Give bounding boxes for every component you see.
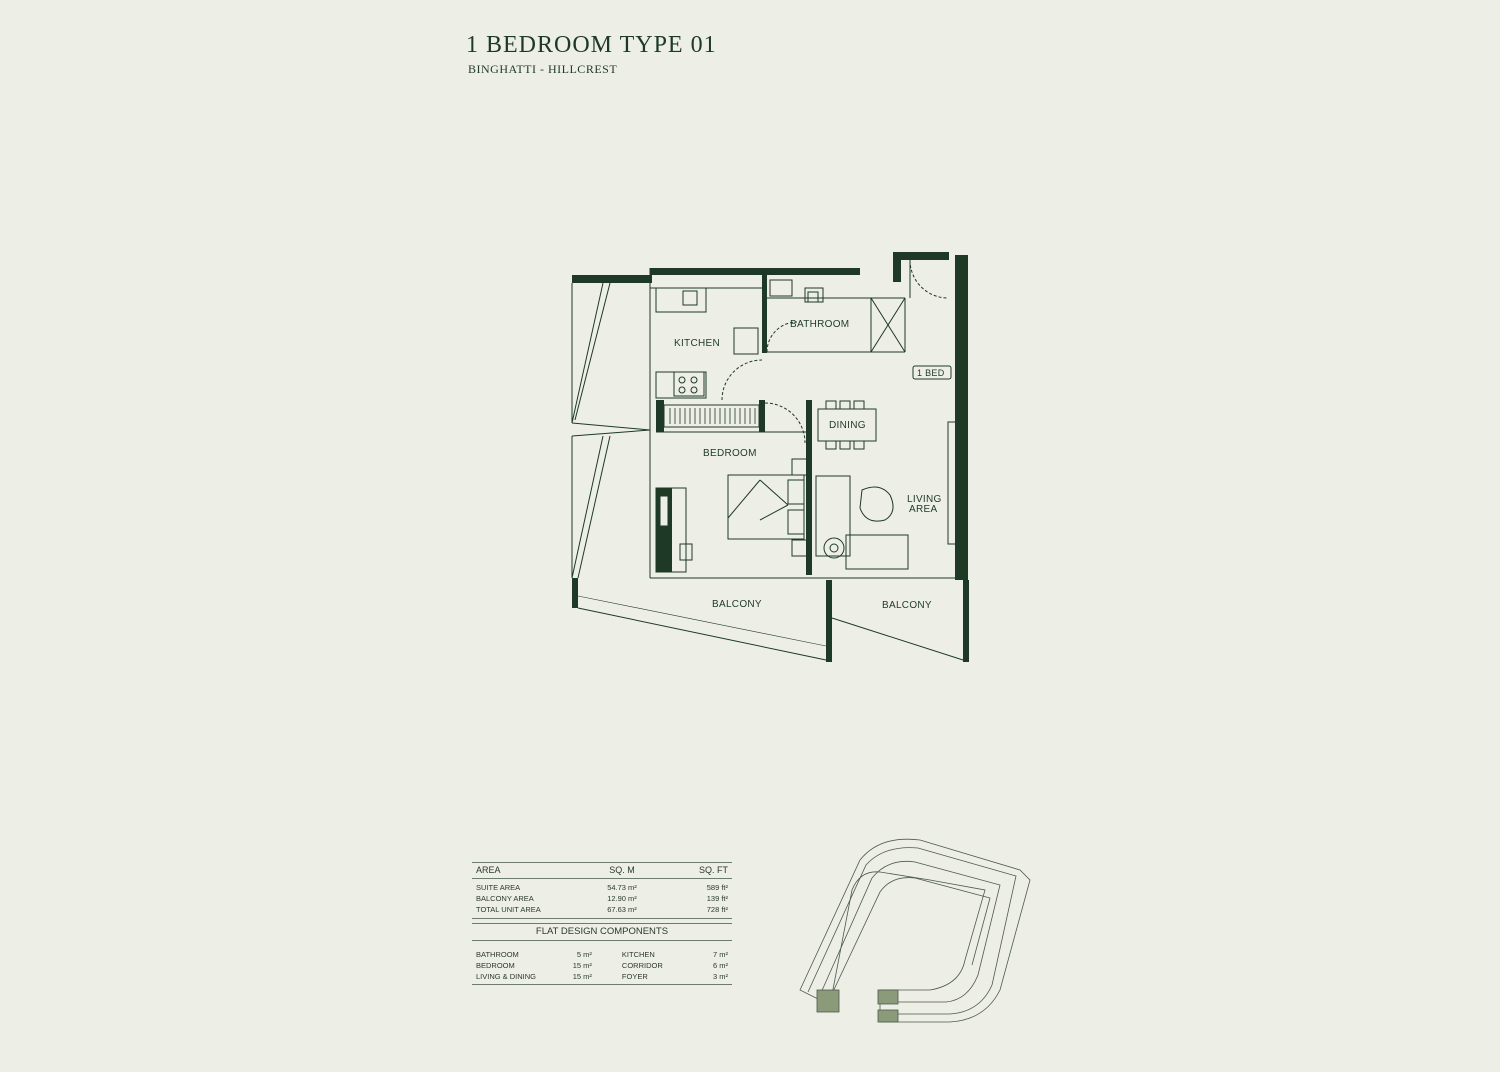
list-item: BATHROOM 5 m² KITCHEN 7 m² bbox=[476, 950, 729, 959]
wall-balcony-right bbox=[963, 580, 969, 662]
table-row: TOTAL UNIT AREA 67.63 m² 728 ft² bbox=[476, 905, 728, 914]
label-living: LIVING bbox=[907, 494, 942, 505]
area-table-body: SUITE AREA 54.73 m² 589 ft² BALCONY AREA… bbox=[472, 879, 732, 919]
label-balcony-left: BALCONY bbox=[712, 599, 762, 610]
label-bedroom: BEDROOM bbox=[703, 448, 757, 459]
components-title: FLAT DESIGN COMPONENTS bbox=[472, 923, 732, 941]
bed-tag-box bbox=[912, 365, 952, 380]
area-table: AREA SQ. M SQ. FT SUITE AREA 54.73 m² 58… bbox=[472, 862, 732, 985]
wall-wardrobe-end bbox=[759, 400, 765, 432]
area-table-header: AREA SQ. M SQ. FT bbox=[472, 862, 732, 879]
wall-top bbox=[650, 268, 860, 275]
wall-wardrobe bbox=[656, 400, 664, 432]
label-dining: DINING bbox=[829, 420, 866, 431]
label-kitchen: KITCHEN bbox=[674, 338, 720, 349]
wall-entry bbox=[893, 252, 901, 282]
wall-balcony-left bbox=[572, 578, 578, 608]
list-item: LIVING & DINING 15 m² FOYER 3 m² bbox=[472, 971, 732, 985]
label-balcony-right: BALCONY bbox=[882, 600, 932, 611]
table-row: BALCONY AREA 12.90 m² 139 ft² bbox=[476, 894, 728, 903]
wall-top-right bbox=[893, 252, 949, 260]
plan-subtitle: BINGHATTI - HILLCREST bbox=[468, 62, 618, 76]
wall-right bbox=[955, 255, 968, 580]
label-area: AREA bbox=[909, 504, 937, 515]
wall-bath-left bbox=[762, 275, 767, 353]
components-list: BATHROOM 5 m² KITCHEN 7 m² BEDROOM 15 m²… bbox=[472, 941, 732, 985]
list-item: BEDROOM 15 m² CORRIDOR 6 m² bbox=[476, 961, 729, 970]
key-plan bbox=[799, 838, 1031, 1023]
label-bed-tag: 1 BED bbox=[917, 368, 945, 378]
wall-bed-living bbox=[806, 400, 812, 575]
label-bathroom: BATHROOM bbox=[790, 319, 849, 330]
wall-balcony-divider bbox=[826, 580, 832, 662]
plan-title: 1 BEDROOM TYPE 01 bbox=[466, 32, 717, 58]
table-row: SUITE AREA 54.73 m² 589 ft² bbox=[476, 883, 728, 892]
wall-balcony-top bbox=[572, 275, 652, 283]
